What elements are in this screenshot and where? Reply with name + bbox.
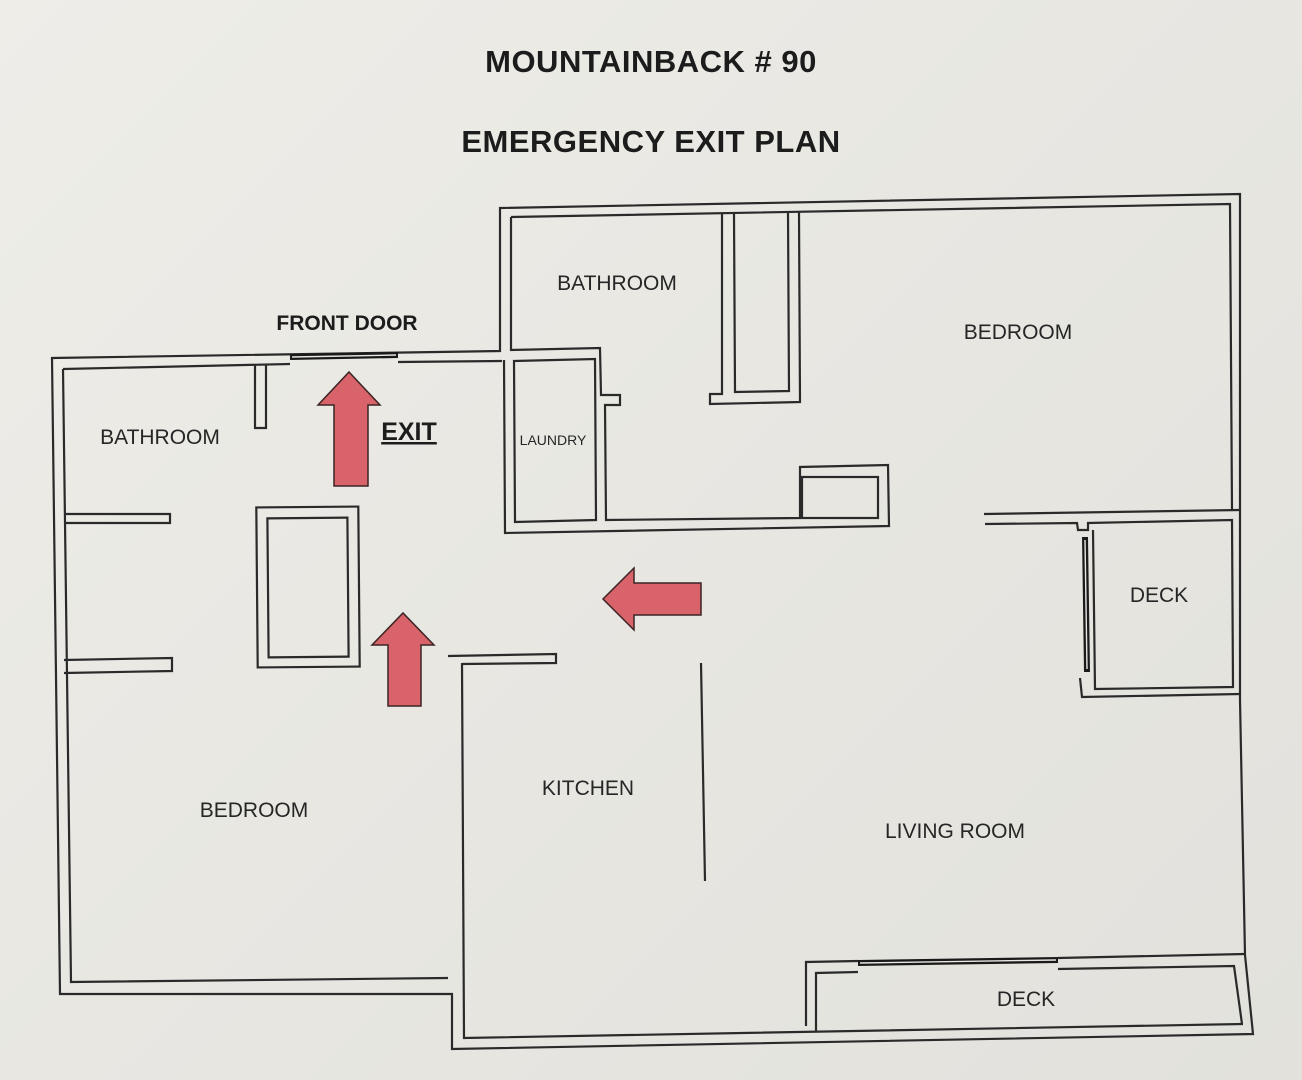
deck-right-walls xyxy=(983,508,1241,699)
room-bedroom-left: BEDROOM xyxy=(200,799,309,822)
room-bathroom-top: BATHROOM xyxy=(557,272,677,295)
bedroom-closet-walls xyxy=(708,211,802,406)
room-living-room: LIVING ROOM xyxy=(885,820,1025,843)
room-bathroom-left: BATHROOM xyxy=(100,426,220,449)
room-laundry: LAUNDRY xyxy=(520,432,587,448)
arrow-up-icon xyxy=(316,370,382,487)
bathroom-top-walls xyxy=(502,217,891,535)
bathroom-left-walls xyxy=(64,364,268,525)
closet-walls xyxy=(63,505,361,675)
deck-bottom-walls xyxy=(804,952,1246,1032)
exit-label: EXIT xyxy=(381,418,437,446)
kitchen-divider xyxy=(699,662,707,882)
outer-wall-inner-line xyxy=(62,362,291,371)
arrow-left-icon xyxy=(601,566,702,632)
page-subtitle: EMERGENCY EXIT PLAN xyxy=(461,124,841,159)
room-kitchen: KITCHEN xyxy=(542,777,634,800)
page-title: MOUNTAINBACK # 90 xyxy=(485,44,817,79)
room-bedroom-right: BEDROOM xyxy=(964,321,1073,344)
outer-wall-outer-line xyxy=(50,192,1255,1051)
outer-walls xyxy=(50,192,1255,1051)
room-deck-bottom: DECK xyxy=(997,988,1055,1011)
front-door-label: FRONT DOOR xyxy=(276,312,417,335)
doors xyxy=(289,352,1090,966)
exit-arrows xyxy=(316,370,702,707)
room-deck-right: DECK xyxy=(1130,584,1188,607)
kitchen-walls xyxy=(447,652,707,882)
arrow-up-icon xyxy=(370,611,436,707)
